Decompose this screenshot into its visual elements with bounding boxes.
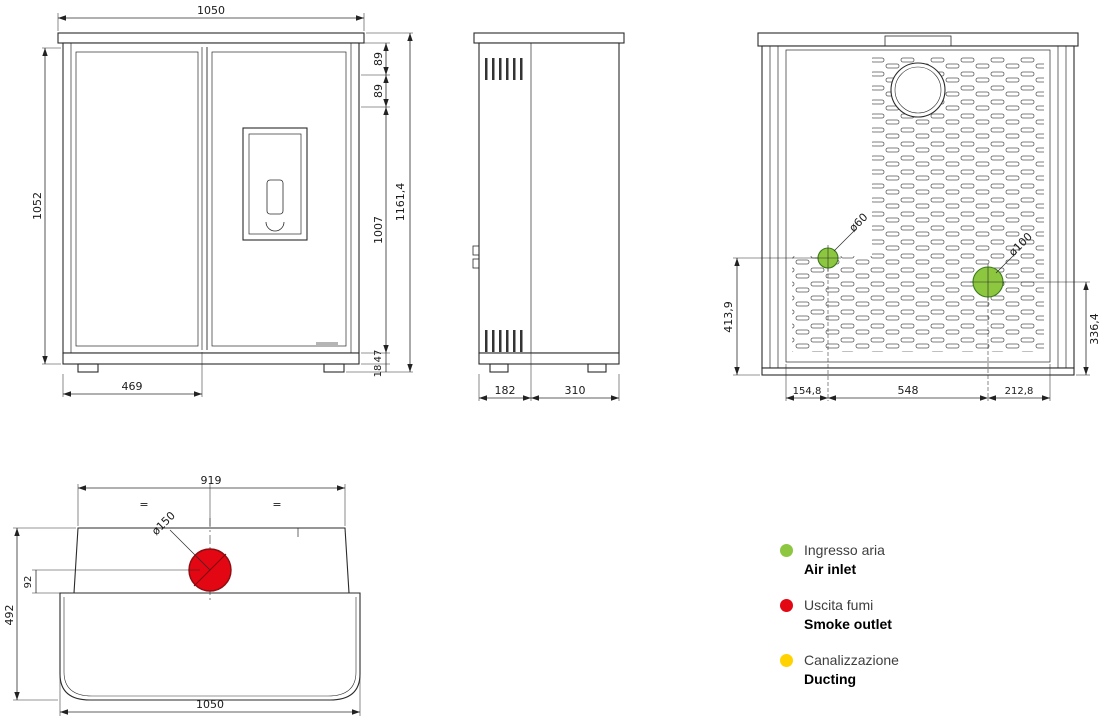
air-inlet-dot-icon bbox=[780, 544, 793, 557]
front-door bbox=[211, 51, 347, 347]
brand-mark bbox=[316, 342, 338, 346]
ducting-dot-icon bbox=[780, 654, 793, 667]
side-view-shape bbox=[472, 32, 625, 373]
legend-ducting-label-it: Canalizzazione bbox=[804, 652, 899, 668]
dim-front-height-total: 1161,4 bbox=[394, 183, 407, 222]
legend-smoke-outlet-label-en: Smoke outlet bbox=[804, 616, 892, 632]
dim-front-width-left-module: 469 bbox=[122, 380, 143, 393]
rear-view: ø60 ø100 413,9 336,4 154,8 548 212,8 bbox=[722, 32, 1101, 401]
legend: Ingresso aria Air inlet Uscita fumi Smok… bbox=[780, 541, 899, 689]
dim-front-top-gap-2: 89 bbox=[372, 84, 385, 98]
rear-top-notch bbox=[884, 35, 952, 47]
top-view-shape bbox=[59, 518, 361, 701]
equal-mark-left: = bbox=[139, 498, 148, 511]
legend-item-ducting: Canalizzazione Ducting bbox=[780, 651, 899, 689]
dim-top-depth-total: 492 bbox=[3, 605, 16, 626]
equal-mark-right: = bbox=[272, 498, 281, 511]
dim-front-top-gap-1: 89 bbox=[372, 52, 385, 66]
front-body bbox=[62, 42, 360, 354]
dim-front-base-height: 47 bbox=[373, 350, 384, 363]
dim-front-height-door: 1007 bbox=[372, 216, 385, 244]
legend-ducting-label-en: Ducting bbox=[804, 671, 857, 687]
legend-air-inlet-label-it: Ingresso aria bbox=[804, 542, 885, 558]
dim-side-depth-front: 310 bbox=[565, 384, 586, 397]
top-view-dimensions: 919 = = ø150 92 492 1050 bbox=[3, 474, 361, 716]
side-view-dimensions: 182 310 bbox=[478, 353, 620, 401]
dim-smoke-outlet-offset: 92 bbox=[23, 576, 34, 589]
dim-side-depth-rear: 182 bbox=[495, 384, 516, 397]
dim-front-height-body: 1052 bbox=[31, 192, 44, 220]
legend-smoke-outlet-label-it: Uscita fumi bbox=[804, 597, 874, 613]
dim-top-width-rear: 919 bbox=[201, 474, 222, 487]
side-view: 182 310 bbox=[472, 32, 625, 401]
side-base bbox=[478, 352, 620, 365]
legend-item-smoke-outlet: Uscita fumi Smoke outlet bbox=[780, 596, 899, 634]
dim-rear-offset-right: 212,8 bbox=[1005, 386, 1034, 397]
dim-rear-offset-left: 154,8 bbox=[793, 386, 822, 397]
side-vents-top bbox=[485, 58, 523, 80]
dim-duct-height: 336,4 bbox=[1088, 313, 1101, 345]
dim-front-width-total: 1050 bbox=[197, 4, 225, 17]
side-body bbox=[478, 42, 620, 354]
smoke-outlet-dot-icon bbox=[780, 599, 793, 612]
rear-view-shape bbox=[757, 32, 1079, 376]
rear-flue-opening bbox=[890, 62, 946, 118]
legend-air-inlet-label-en: Air inlet bbox=[804, 561, 857, 577]
dim-front-foot-height: 18 bbox=[373, 365, 384, 378]
front-view-shape bbox=[57, 32, 365, 373]
side-foot-right bbox=[587, 363, 607, 373]
side-tab-lower bbox=[472, 258, 480, 269]
rear-perforation-bottom bbox=[792, 256, 1044, 352]
side-top-cap bbox=[473, 32, 625, 44]
burner-pot bbox=[266, 179, 284, 215]
dim-air-inlet-height: 413,9 bbox=[722, 301, 735, 333]
front-foot-left bbox=[77, 363, 99, 373]
front-top-cap bbox=[57, 32, 365, 44]
front-foot-right bbox=[323, 363, 345, 373]
front-view-dimensions: 1050 1052 89 89 1007 47 18 1161,4 469 bbox=[31, 4, 413, 397]
dim-top-width-front: 1050 bbox=[196, 698, 224, 711]
top-view: 919 = = ø150 92 492 1050 bbox=[3, 474, 361, 716]
side-tab-upper bbox=[472, 245, 480, 256]
side-vents-bottom bbox=[485, 330, 523, 352]
side-foot-left bbox=[489, 363, 509, 373]
door-handle bbox=[265, 221, 285, 232]
dim-rear-offset-center: 548 bbox=[898, 384, 919, 397]
top-front-section bbox=[59, 592, 361, 701]
front-view: 1050 1052 89 89 1007 47 18 1161,4 469 bbox=[31, 4, 413, 397]
door-window bbox=[242, 127, 308, 241]
legend-item-air-inlet: Ingresso aria Air inlet bbox=[780, 541, 899, 579]
rear-base bbox=[761, 367, 1075, 376]
front-left-panel bbox=[75, 51, 199, 347]
front-base bbox=[62, 352, 360, 365]
